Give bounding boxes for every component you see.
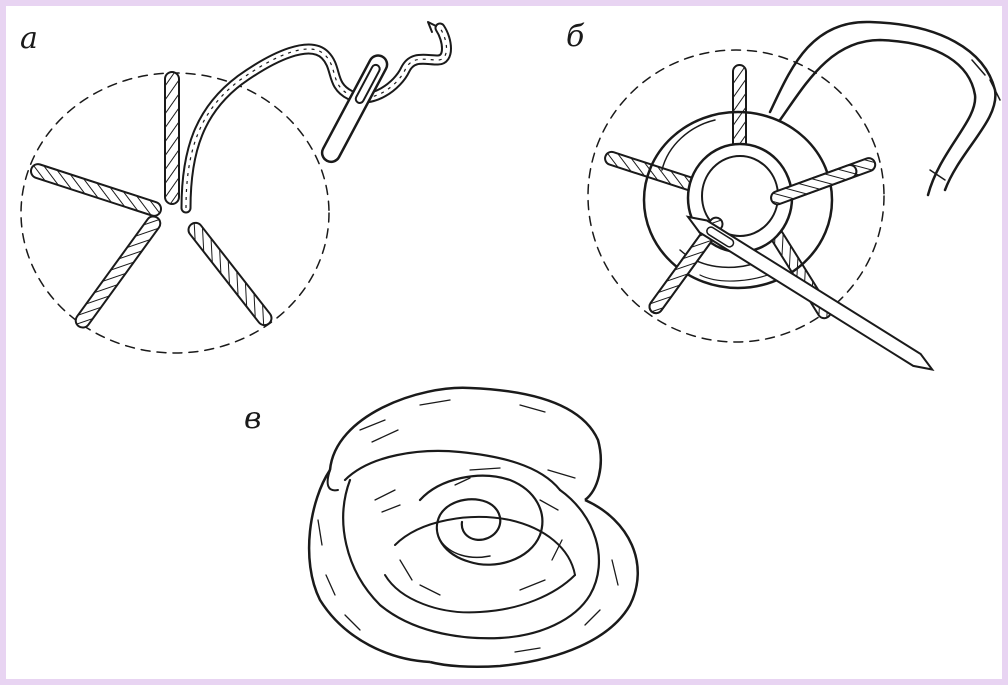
thread-spokes <box>29 72 274 330</box>
figure-frame: а б в <box>6 6 1002 679</box>
illustration <box>6 6 1002 679</box>
panel-b-drawing <box>588 22 1000 375</box>
spoke-left <box>29 162 163 217</box>
panel-a-drawing <box>21 22 447 353</box>
spoke-bottom-left <box>73 214 163 331</box>
loose-thread <box>186 28 447 208</box>
rose-outer-petal-left <box>309 470 430 662</box>
spoke-top <box>165 72 179 204</box>
spoke-bottom-right <box>186 220 275 328</box>
ribbon-tail <box>770 22 995 190</box>
rose-outer-petal-top <box>330 388 601 500</box>
needle-b <box>684 211 936 375</box>
panel-v-drawing <box>309 388 638 667</box>
